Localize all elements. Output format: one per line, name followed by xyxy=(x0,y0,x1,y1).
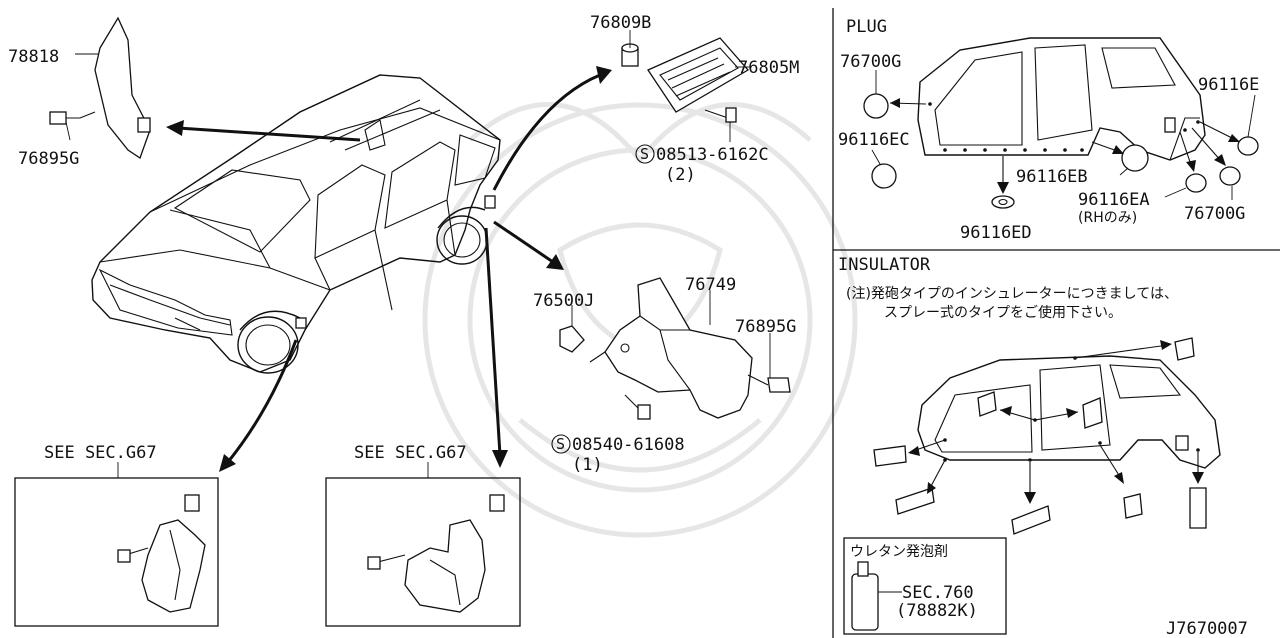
label-76700g-right: 76700G xyxy=(1184,204,1245,224)
label-78882k: (78882K) xyxy=(896,601,978,621)
insulator-note-line1: (注)発砲タイプのインシュレーターにつきましては、 xyxy=(846,286,1178,302)
insulator-note-line2: スプレー式のタイプをご使用下さい。 xyxy=(884,304,1122,321)
label-08513-6162c: 08513-6162C xyxy=(656,145,769,165)
see-sec-g67-left-box: SEE SEC.G67 xyxy=(14,443,219,627)
label-96116ec: 96116EC xyxy=(838,130,910,150)
label-see-sec-left: SEE SEC.G67 xyxy=(44,443,157,463)
label-08513-qty: (2) xyxy=(665,165,696,185)
foam-title: ウレタン発泡剤 xyxy=(850,544,948,560)
label-76700g-left: 76700G xyxy=(840,52,901,72)
vehicle-drawing xyxy=(91,74,501,374)
label-76805m: 76805M xyxy=(738,58,799,78)
screw-symbol-letter-2: S xyxy=(556,435,565,453)
callout-arrows xyxy=(166,66,612,472)
label-76500j: 76500J xyxy=(533,291,594,311)
screw-symbol-icon xyxy=(635,144,655,164)
diagram-id: J7670007 xyxy=(1166,619,1248,638)
screw-symbol-letter: S xyxy=(640,145,649,163)
screw-symbol-icon-2 xyxy=(551,434,571,454)
label-96116e: 96116E xyxy=(1198,75,1259,95)
label-76749: 76749 xyxy=(685,275,736,295)
label-96116eb: 96116EB xyxy=(1016,167,1088,187)
plug-title: PLUG xyxy=(846,17,887,37)
label-76895g-mid: 76895G xyxy=(735,317,796,337)
label-08540-qty: (1) xyxy=(572,455,603,475)
label-76809b: 76809B xyxy=(590,13,651,33)
label-08540-61608: 08540-61608 xyxy=(572,435,685,455)
plug-dots xyxy=(928,102,1200,152)
label-sec-760: SEC.760 xyxy=(902,583,974,603)
part-76749-group: 76749 76500J 76895G S 08540-61608 (1) xyxy=(533,275,796,475)
part-78818-group: 78818 76895G xyxy=(8,16,151,169)
label-96116ed: 96116ED xyxy=(960,223,1032,243)
label-rh-only: (RHのみ) xyxy=(1078,210,1137,226)
insulator-title: INSULATOR xyxy=(838,255,931,275)
see-sec-g67-right-box: SEE SEC.G67 xyxy=(325,443,521,627)
insulator-panel: INSULATOR (注)発砲タイプのインシュレーターにつきましては、 スプレー… xyxy=(838,255,1221,635)
watermark-emblem xyxy=(422,102,858,538)
part-76805m-group: 76809B 76805M S 08513-6162C (2) xyxy=(590,13,799,185)
label-96116ea: 96116EA xyxy=(1078,190,1150,210)
urethane-foam-box xyxy=(843,537,1007,635)
label-78818: 78818 xyxy=(8,47,59,67)
plug-panel: PLUG xyxy=(838,17,1259,243)
label-see-sec-right: SEE SEC.G67 xyxy=(354,443,467,463)
label-76895g-top: 76895G xyxy=(18,149,79,169)
